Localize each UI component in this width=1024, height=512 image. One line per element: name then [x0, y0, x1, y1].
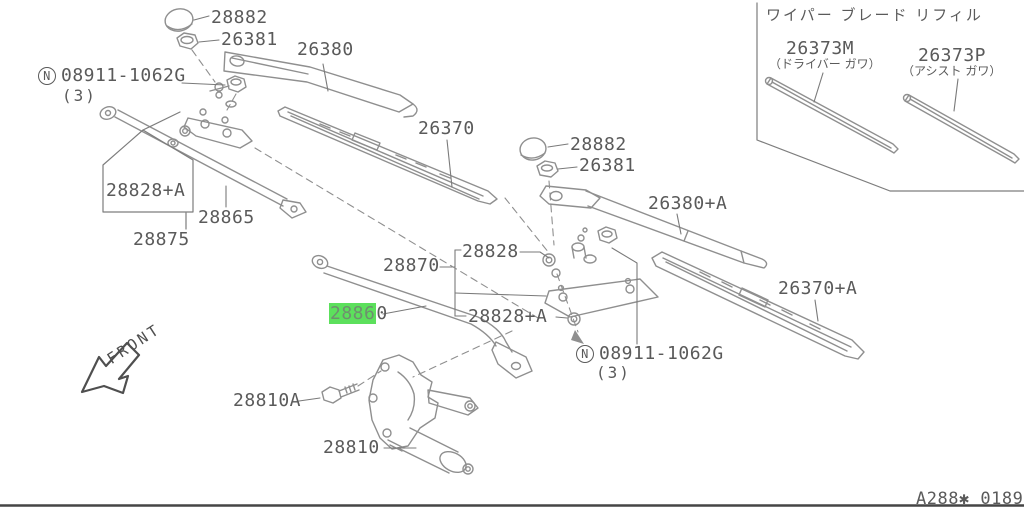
pivot-nut-left-art	[226, 75, 247, 93]
part-label-28875: 28875	[133, 229, 190, 250]
bracket-left-art	[102, 111, 194, 230]
part-label-28828a-left: 28828+A	[106, 180, 186, 201]
part-label-28860[interactable]: 28860	[329, 303, 388, 324]
part-label-26370a: 26370+A	[778, 278, 858, 299]
pivot-assembly-center-art	[542, 226, 659, 326]
part-label-08911-left: N 08911-1062G	[38, 67, 186, 85]
part-label-28865: 28865	[198, 207, 255, 228]
refill-section-outline	[756, 2, 1024, 192]
nut-left-art	[176, 32, 199, 50]
part-label-26381-right: 26381	[579, 155, 636, 176]
n-circle-icon: N	[576, 345, 594, 363]
highlighted-part-number[interactable]: 2886	[329, 303, 377, 324]
wiper-arm-left-art	[223, 51, 418, 118]
part-label-08911-right: N 08911-1062G	[576, 345, 724, 363]
part-label-26370: 26370	[418, 118, 475, 139]
drive-rod-art	[311, 254, 533, 379]
dashed-arrowhead	[571, 330, 584, 344]
part-qty-left: (3)	[62, 86, 97, 105]
front-arrow-icon	[80, 341, 141, 395]
cap-left-art	[164, 8, 194, 32]
n-circle-icon: N	[38, 67, 56, 85]
motor-bolt-art	[321, 383, 360, 404]
blade-right-art	[651, 251, 865, 360]
refill-blade-m-art	[764, 76, 899, 154]
part-label-26381-left: 26381	[221, 29, 278, 50]
note-26373p: （アシスト ガワ）	[902, 64, 1002, 78]
part-number-text: 08911-1062G	[599, 343, 724, 364]
part-label-28882-right: 28882	[570, 134, 627, 155]
part-label-28810: 28810	[323, 437, 380, 458]
part-label-26380: 26380	[297, 39, 354, 60]
drawing-code: A288✱ 0189	[916, 489, 1024, 509]
part-label-28828: 28828	[462, 241, 519, 262]
dashed-lines	[191, 49, 579, 387]
part-label-26380a: 26380+A	[648, 193, 728, 214]
nut-right-art	[536, 160, 559, 178]
link-rod-art	[99, 106, 307, 219]
note-26373m: （ドライバー ガワ）	[769, 57, 881, 71]
blade-left-art	[277, 106, 498, 205]
part-number-text: 08911-1062G	[61, 65, 186, 86]
part-label-28810a: 28810A	[233, 390, 302, 411]
part-label-28870: 28870	[383, 255, 440, 276]
refill-section-title: ワイパー ブレード リフィル	[766, 6, 983, 24]
part-number-rest: 0	[376, 303, 388, 324]
motor-art	[368, 354, 479, 475]
refill-blade-p-art	[902, 93, 1020, 164]
part-label-26373m: 26373M	[786, 38, 855, 59]
part-qty-right: (3)	[596, 363, 631, 382]
leader-lines	[181, 15, 959, 449]
cap-right-art	[519, 137, 547, 161]
part-label-28882-left: 28882	[211, 7, 268, 28]
pivot-assembly-left-art	[167, 82, 253, 149]
part-label-28828a-right: 28828+A	[468, 306, 548, 327]
part-label-26373p: 26373P	[918, 45, 987, 66]
